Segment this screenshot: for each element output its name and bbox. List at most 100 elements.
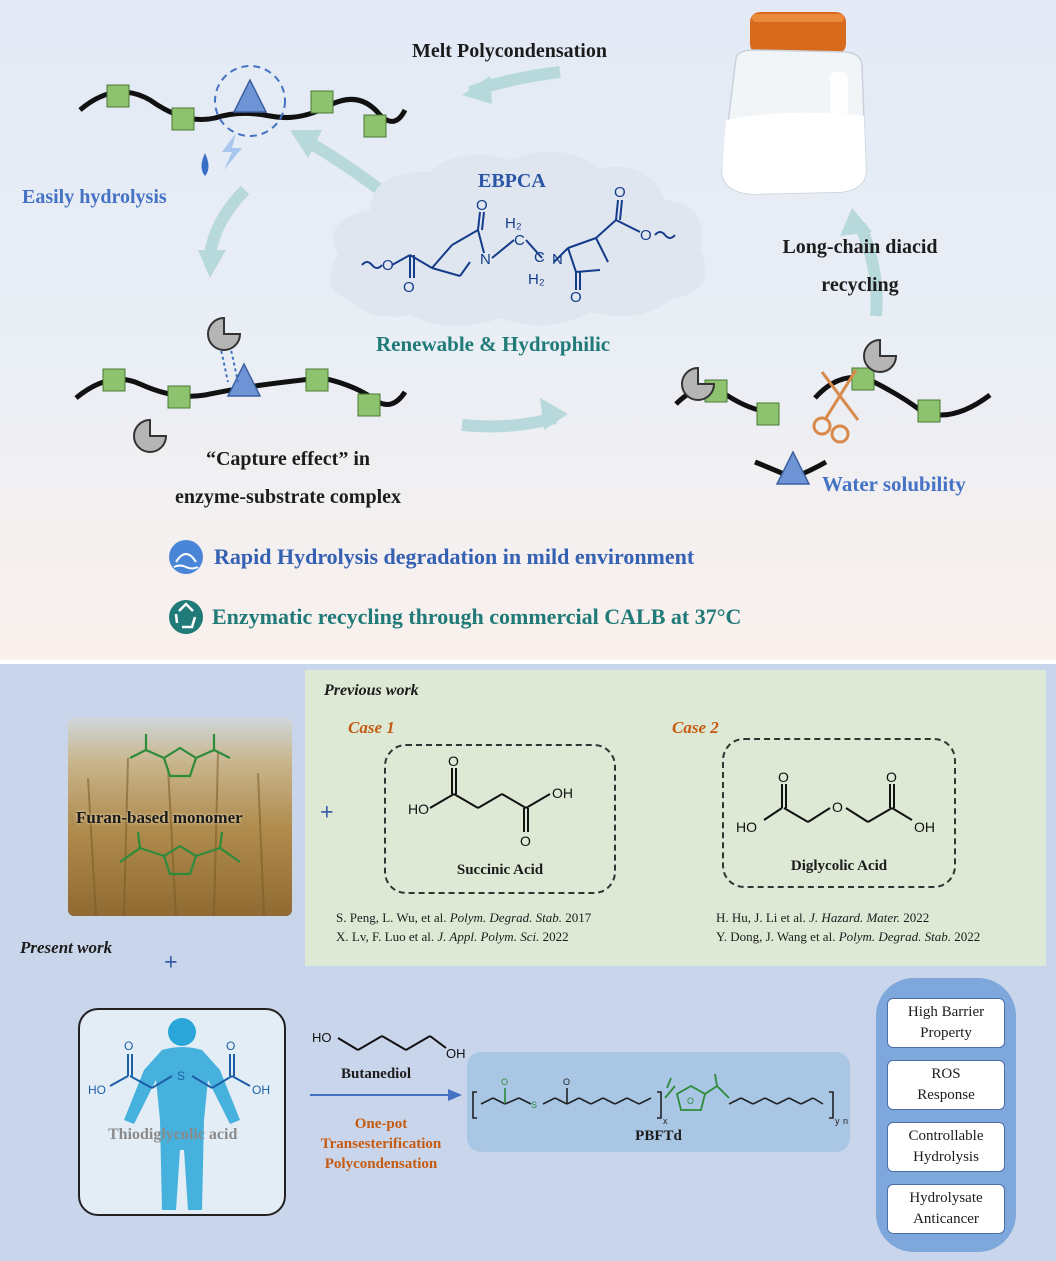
- panel-divider: [0, 660, 1056, 665]
- water-environment-icon: [169, 540, 203, 574]
- thiodiglycolic-label: Thiodiglycolic acid: [108, 1126, 238, 1143]
- reference-line: H. Hu, J. Li et al. J. Hazard. Mater. 20…: [716, 910, 930, 925]
- property-line: High Barrier: [907, 1004, 985, 1020]
- furan-ring-icon: [664, 1073, 730, 1111]
- mol-label: x: [663, 1116, 668, 1126]
- arrow-capture-head: [540, 398, 568, 430]
- arrow-hydrolysis-head: [198, 250, 226, 278]
- arrow-ebpca-to-chain: [302, 134, 384, 195]
- diglycolic-acid-box: HO O O O OH Diglycolic Acid: [722, 738, 956, 888]
- long-chain-line2: recycling: [821, 274, 899, 296]
- mol-label: HO: [312, 1030, 332, 1045]
- atom-o: O: [614, 184, 626, 201]
- mol-label: O: [886, 769, 897, 785]
- top-diagram: O O O N H₂ C C H₂ N O O O: [74, 12, 992, 634]
- mol-label: O: [501, 1077, 508, 1087]
- one-pot-label: One-pot Transesterification Polycondensa…: [306, 1114, 456, 1174]
- triangle-unit: [226, 362, 262, 397]
- chain-square: [171, 107, 195, 131]
- succinic-acid-label: Succinic Acid: [456, 862, 544, 878]
- succinic-structure: HO O O OH: [408, 753, 573, 849]
- arrow-melt-head: [462, 76, 492, 104]
- property-line: Anticancer: [913, 1211, 979, 1227]
- previous-work-label: Previous work: [324, 682, 419, 699]
- arrow-recycling: [854, 222, 883, 317]
- reference-line: X. Lv, F. Luo et al. J. Appl. Polym. Sci…: [336, 929, 569, 944]
- wheat-field-image: [68, 718, 292, 916]
- chain-square: [167, 385, 191, 409]
- enzyme-pacman-icon: [207, 316, 242, 351]
- reference-case2: H. Hu, J. Li et al. J. Hazard. Mater. 20…: [716, 908, 980, 946]
- atom-h2: H₂: [505, 215, 522, 232]
- mol-label: OH: [252, 1083, 270, 1097]
- mol-label: OH: [552, 785, 573, 801]
- ebpca-structure: [361, 199, 676, 290]
- mol-label: HO: [88, 1083, 106, 1097]
- mol-label: O: [687, 1096, 694, 1106]
- reference-line: S. Peng, L. Wu, et al. Polym. Degrad. St…: [336, 910, 592, 925]
- bottle-image: [721, 12, 867, 195]
- renewable-label: Renewable & Hydrophilic: [376, 332, 611, 356]
- melt-polycondensation-label: Melt Polycondensation: [412, 40, 607, 62]
- chain-square: [106, 84, 130, 108]
- property-line: Hydrolysate: [909, 1190, 983, 1206]
- mol-label: S: [531, 1100, 537, 1110]
- mol-label: OH: [914, 819, 935, 835]
- butanediol-label: Butanediol: [340, 1066, 412, 1082]
- long-chain-line1: Long-chain diacid: [782, 236, 938, 258]
- pbftd-structure: S O O O x y n: [472, 1073, 848, 1126]
- atom-n: N: [480, 251, 491, 268]
- property-line: ROS: [931, 1066, 961, 1082]
- arrow-capture: [461, 412, 557, 433]
- long-chain-label: Long-chain diacid recycling: [750, 228, 970, 304]
- present-work-label: Present work: [20, 938, 113, 957]
- mol-label: O: [448, 753, 459, 769]
- atom-c: C: [514, 232, 525, 249]
- top-panel: O O O N H₂ C C H₂ N O O O: [0, 0, 1056, 664]
- enzyme-pacman-icon: [681, 366, 716, 401]
- ebpca-title: EBPCA: [478, 170, 546, 192]
- diglycolic-acid-label: Diglycolic Acid: [790, 858, 888, 874]
- mol-label: OH: [446, 1046, 466, 1061]
- atom-n: N: [552, 251, 563, 268]
- mol-label: O: [124, 1039, 133, 1053]
- reference-case1: S. Peng, L. Wu, et al. Polym. Degrad. St…: [336, 908, 591, 946]
- butanediol-structure: HO OH: [312, 1030, 466, 1061]
- plus-sign-2: +: [164, 950, 178, 976]
- polymer-chain-right2: [813, 374, 992, 418]
- chain-square: [357, 393, 381, 417]
- human-figure-icon: HO O S O OH: [88, 1018, 270, 1210]
- succinic-acid-box: HO O O OH Succinic Acid: [384, 744, 616, 894]
- reaction-arrow: [310, 1089, 462, 1101]
- chain-square: [363, 114, 387, 138]
- ebpca-atom-labels: O O O N H₂ C C H₂ N O O O: [382, 184, 652, 306]
- previous-work-panel: [305, 670, 1046, 966]
- water-solubility-label: Water solubility: [822, 472, 966, 496]
- scissors-icon: [812, 369, 860, 444]
- water-drop-icon: [201, 153, 209, 176]
- triangle-unit: [775, 450, 811, 485]
- one-pot-line2: Transesterification: [320, 1136, 442, 1152]
- case2-label: Case 2: [672, 718, 719, 737]
- property-line: Property: [920, 1025, 972, 1041]
- ebpca-cloud: [330, 151, 706, 326]
- enzyme-pacman-icon: [133, 418, 168, 453]
- mol-label: n: [843, 1116, 848, 1126]
- one-pot-line1: One-pot: [354, 1116, 408, 1132]
- bullet-hydrolysis: Rapid Hydrolysis degradation in mild env…: [214, 544, 695, 569]
- chain-square: [756, 402, 780, 426]
- mol-label: HO: [736, 819, 757, 835]
- capture-effect-label: “Capture effect” in enzyme-substrate com…: [138, 440, 438, 516]
- plus-sign-1: +: [320, 800, 334, 826]
- atom-o: O: [403, 279, 415, 296]
- mol-label: O: [832, 799, 843, 815]
- atom-o: O: [640, 227, 652, 244]
- thiodiglycolic-box: HO O S O OH Thiodiglycolic acid: [78, 1008, 286, 1216]
- mol-label: O: [520, 833, 531, 849]
- arrow-hydrolysis: [204, 185, 250, 257]
- pbftd-label: PBFTd: [635, 1128, 682, 1144]
- chain-square: [310, 90, 334, 114]
